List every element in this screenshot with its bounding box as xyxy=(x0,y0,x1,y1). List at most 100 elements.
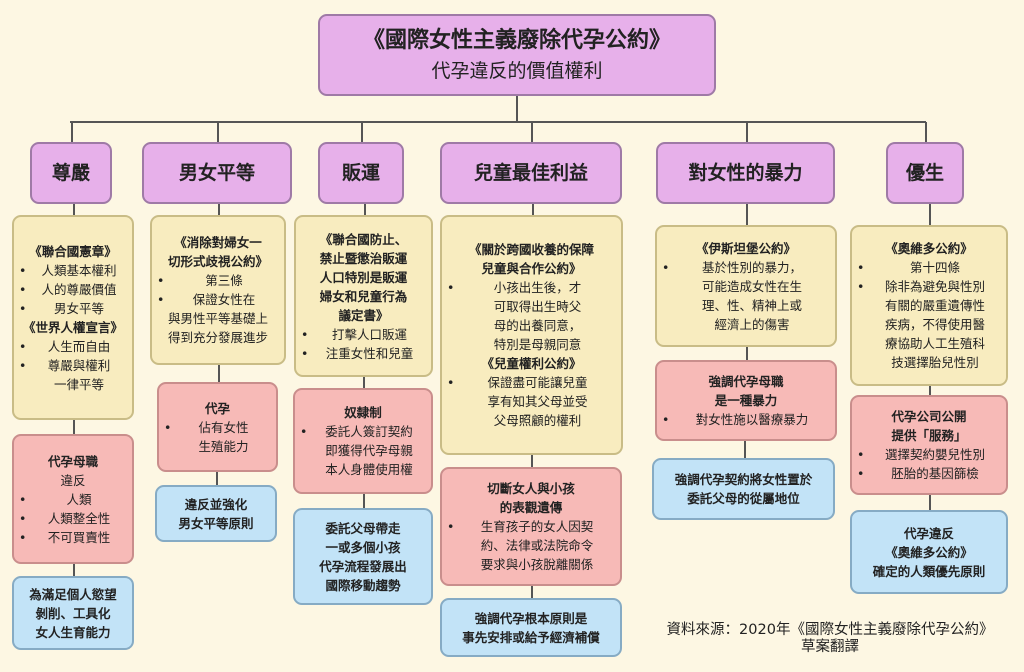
diagram-title: 《國際女性主義廢除代孕公約》 xyxy=(362,28,671,53)
connector-line xyxy=(746,347,748,360)
bullet-item: •不可買賣性 xyxy=(19,528,127,547)
diagram-subtitle: 代孕違反的價值權利 xyxy=(431,60,603,82)
box-heading: 代孕違反 《奧維多公約》 確定的人類優先原則 xyxy=(872,525,986,579)
box-heading: 代孕公司公開 提供「服務」 xyxy=(891,409,967,443)
category-header: 對女性的暴力 xyxy=(656,142,835,204)
bullet-icon: • xyxy=(19,529,27,545)
bullet-item: •人的尊嚴價值 xyxy=(19,280,127,299)
bullet-item: •佔有女性 生殖能力 xyxy=(164,418,271,456)
bullet-item: •男女平等 xyxy=(19,299,127,318)
connector-line xyxy=(73,420,75,434)
convention-box: 《聯合國憲章》•人類基本權利•人的尊嚴價值•男女平等《世界人權宣言》•人生而自由… xyxy=(12,215,134,420)
bullet-text: 人的尊嚴價值 xyxy=(41,281,117,297)
bullet-item: •人生而自由 xyxy=(19,337,127,356)
bullet-text: 第十四條 xyxy=(909,260,960,275)
violation-box: 切斷女人與小孩 的表觀遺傳•生育孩子的女人因契 約、法律或法院命令 要求與小孩脫… xyxy=(440,467,622,586)
bullet-icon: • xyxy=(857,466,865,481)
bullet-text: 胚胎的基因篩檢 xyxy=(891,466,979,481)
connector-line xyxy=(531,122,533,142)
box-heading: 《聯合國防止、 禁止暨懲治販運 人口特別是販運 婦女和兒童行為 議定書》 xyxy=(319,231,408,323)
bullet-text: 保證女性在 xyxy=(192,292,256,307)
convention-box: 《奧維多公約》•第十四條•除非為避免與性別 有關的嚴重遺傳性 疾病，不得使用醫 … xyxy=(850,225,1008,386)
bullet-icon: • xyxy=(157,292,165,307)
violation-box: 代孕 •佔有女性 生殖能力 xyxy=(157,382,278,472)
violation-box: 代孕公司公開 提供「服務」 • 選擇契約嬰兒性別 • 胚胎的基因篩檢 xyxy=(850,395,1008,495)
bullet-icon: • xyxy=(857,279,865,294)
box-heading: 委託父母帶走 一或多個小孩 代孕流程發展出 國際移動趨勢 xyxy=(319,520,407,593)
connector-line xyxy=(929,495,931,510)
bullet-icon: • xyxy=(857,260,865,275)
bullet-item: • 保證盡可能讓兒童 享有知其父母並受 父母照顧的權利 xyxy=(447,373,616,430)
bullet-icon: • xyxy=(301,326,309,342)
category-header: 男女平等 xyxy=(142,142,292,204)
box-heading: 強調代孕母職 是一種暴力 xyxy=(708,374,784,408)
box-heading: 奴隸制 xyxy=(344,405,382,420)
box-heading: 切斷女人與小孩 的表觀遺傳 xyxy=(487,481,575,515)
bullet-icon: • xyxy=(19,491,27,507)
violation-box: 奴隸制 •委託人簽訂契約 即獲得代孕母親 本人身體使用權 xyxy=(293,388,433,494)
bullet-item: •生育孩子的女人因契 約、法律或法院命令 要求與小孩脫離關係 xyxy=(447,517,615,574)
connector-line xyxy=(70,121,926,123)
bullet-text: 保證盡可能讓兒童 享有知其父母並受 父母照顧的權利 xyxy=(487,375,588,428)
diagram-title-box: 《國際女性主義廢除代孕公約》 代孕違反的價值權利 xyxy=(318,14,716,96)
connector-line xyxy=(531,586,533,598)
connector-line xyxy=(363,377,365,388)
bullet-icon: • xyxy=(301,345,309,361)
category-header: 兒童最佳利益 xyxy=(440,142,622,204)
bullet-text: 選擇契約嬰兒性別 xyxy=(884,447,985,462)
bullet-item: • 基於性別的暴力， 可能造成女性在生 理、性、精神上或 經濟上的傷害 xyxy=(662,258,830,334)
conclusion-box: 強調代孕根本原則是 事先安排或給予經濟補償 xyxy=(440,598,622,657)
box-heading: 強調代孕契約將女性置於 委託父母的從屬地位 xyxy=(674,472,813,506)
connector-line xyxy=(73,204,75,215)
bullet-item: •人類基本權利 xyxy=(19,261,127,280)
bullet-item: •注重女性和兒童 xyxy=(301,344,426,363)
bullet-item: • 選擇契約嬰兒性別 xyxy=(857,445,1001,464)
box-text: 違反 xyxy=(60,472,86,488)
bullet-item: •小孩出生後，才 可取得出生時父 母的出養同意， 特別是母親同意 xyxy=(447,278,616,354)
bullet-text: 除非為避免與性別 有關的嚴重遺傳性 疾病，不得使用醫 療協助人工生殖科 技選擇胎… xyxy=(884,279,985,370)
bullet-icon: • xyxy=(662,259,670,275)
box-heading: 強調代孕根本原則是 事先安排或給予經濟補償 xyxy=(462,610,600,645)
connector-line xyxy=(364,204,366,215)
connector-line xyxy=(218,204,220,215)
bullet-icon: • xyxy=(447,375,455,390)
bullet-icon: • xyxy=(857,447,865,462)
connector-line xyxy=(218,365,220,382)
category-header: 販運 xyxy=(318,142,404,204)
box-text: 與男性平等基礎上 得到充分發展進步 xyxy=(167,311,268,345)
bullet-icon: • xyxy=(19,510,27,526)
connector-line xyxy=(929,386,931,395)
box-heading: 為滿足個人慾望 剝削、工具化 女人生育能力 xyxy=(29,586,117,640)
bullet-text: 委託人簽訂契約 即獲得代孕母親 本人身體使用權 xyxy=(325,424,413,477)
box-heading: 《世界人權宣言》 xyxy=(22,319,123,335)
bullet-text: 人類基本權利 xyxy=(41,262,117,278)
bullet-item: • 第十四條 xyxy=(857,258,1001,277)
box-heading: 《消除對婦女一 切形式歧視公約》 xyxy=(167,235,268,269)
bullet-text: 基於性別的暴力， 可能造成女性在生 理、性、精神上或 經濟上的傷害 xyxy=(701,259,802,332)
bullet-text: 男女平等 xyxy=(53,300,104,316)
bullet-text: 人生而自由 xyxy=(47,338,111,354)
bullet-icon: • xyxy=(157,273,165,288)
bullet-text: 人類整全性 xyxy=(47,510,111,526)
bullet-item: •委託人簽訂契約 即獲得代孕母親 本人身體使用權 xyxy=(300,422,426,479)
bullet-item: •對女性施以醫療暴力 xyxy=(662,410,830,429)
bullet-text: 打擊人口販運 xyxy=(331,326,407,342)
connector-line xyxy=(929,204,931,225)
bullet-text: 人類 xyxy=(66,491,92,507)
source-note: 資料來源：2020年《國際女性主義廢除代孕公約》 草案翻譯 xyxy=(666,622,994,655)
conclusion-box: 違反並強化 男女平等原則 xyxy=(155,485,277,542)
bullet-item: •第三條 xyxy=(157,271,279,290)
bullet-text: 對女性施以醫療暴力 xyxy=(695,412,809,427)
bullet-item: • 保證女性在 xyxy=(157,290,279,309)
connector-line xyxy=(746,122,748,142)
box-heading: 代孕 xyxy=(204,400,230,416)
convention-box: 《聯合國防止、 禁止暨懲治販運 人口特別是販運 婦女和兒童行為 議定書》 • 打擊人… xyxy=(294,215,433,377)
connector-line xyxy=(925,122,927,142)
box-heading: 《關於跨國收養的保障 兒童與合作公約》 xyxy=(468,242,594,276)
conclusion-box: 為滿足個人慾望 剝削、工具化 女人生育能力 xyxy=(12,576,134,650)
bullet-icon: • xyxy=(447,280,455,295)
bullet-icon: • xyxy=(447,519,455,534)
connector-line xyxy=(532,204,534,215)
connector-line xyxy=(746,204,748,225)
category-header: 優生 xyxy=(886,142,964,204)
